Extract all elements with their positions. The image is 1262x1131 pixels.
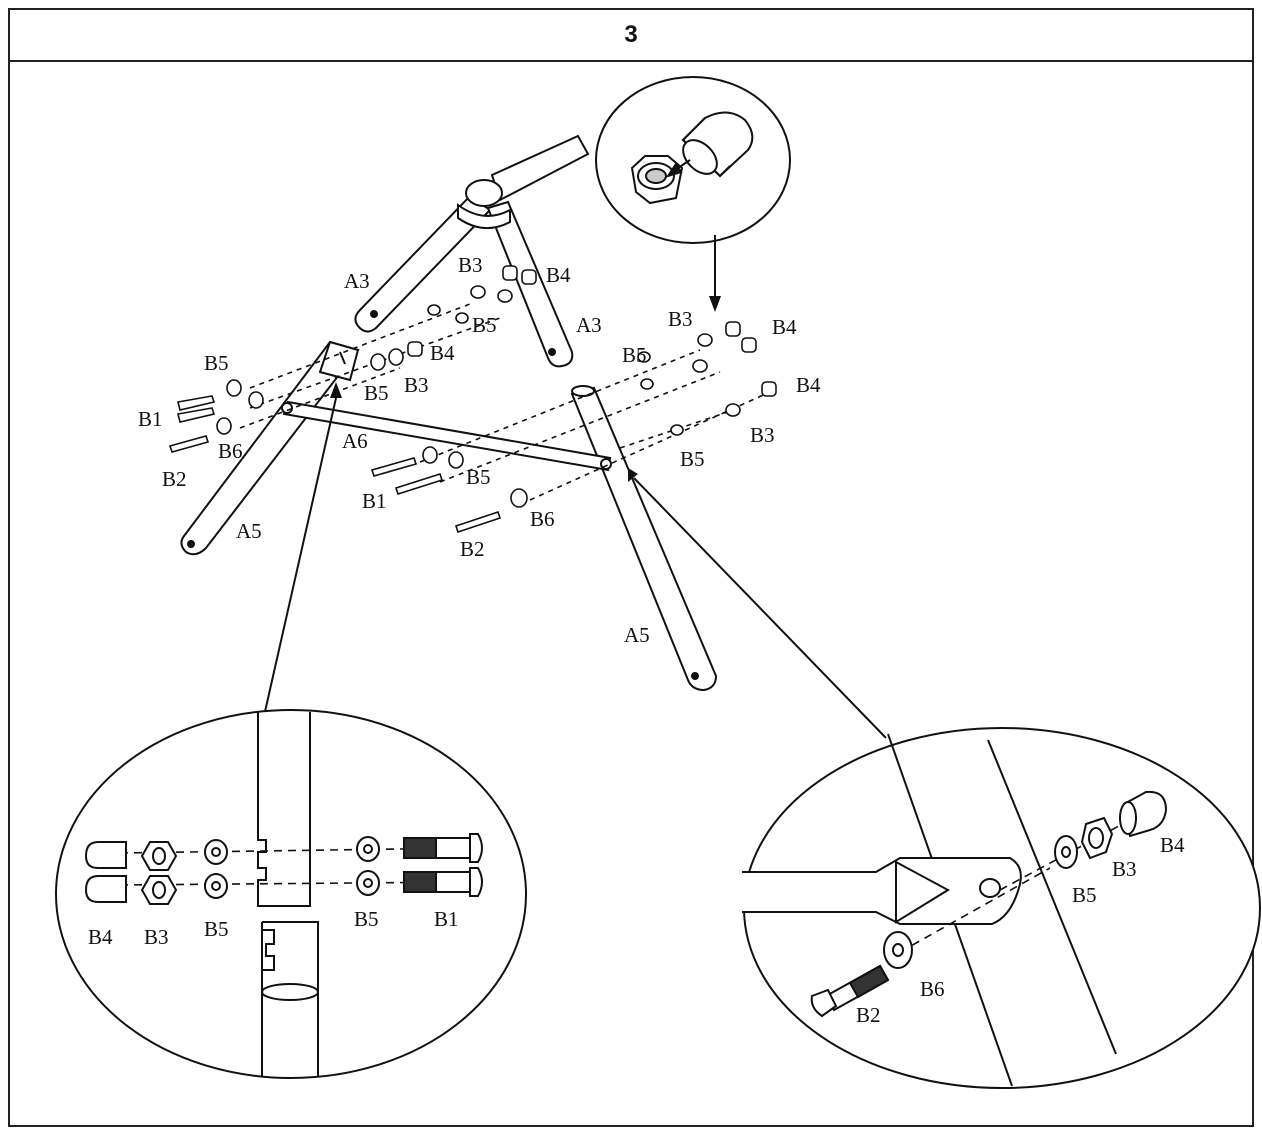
hardware-parts — [168, 265, 777, 534]
alignment-lines — [239, 303, 771, 501]
label-b4: B4 — [546, 263, 571, 287]
label-b5: B5 — [622, 343, 647, 367]
label-b5: B5 — [354, 907, 379, 931]
label-b5: B5 — [204, 351, 229, 375]
cap-nut-detail — [595, 76, 791, 244]
label-b6: B6 — [920, 977, 945, 1001]
cap-nut-icon — [681, 111, 754, 178]
zoom-circle-bottom-left — [55, 709, 527, 1079]
label-b3: B3 — [668, 307, 693, 331]
label-b3: B3 — [1112, 857, 1137, 881]
label-b1: B1 — [362, 489, 387, 513]
step-number: 3 — [624, 21, 638, 48]
hex-nut-icon — [140, 841, 178, 905]
label-a6: A6 — [342, 429, 368, 453]
bolt-icon — [403, 833, 483, 897]
label-b3: B3 — [144, 925, 169, 949]
label-b2: B2 — [856, 1003, 881, 1027]
label-b4: B4 — [772, 315, 797, 339]
pointer-line-left — [263, 397, 337, 717]
a5-left-leg — [180, 340, 360, 556]
washer-icon — [455, 312, 469, 324]
label-a5-left: A5 — [236, 519, 262, 543]
bolt-icon — [168, 395, 216, 453]
label-b5: B5 — [364, 381, 389, 405]
label-b3: B3 — [750, 423, 775, 447]
washer-icon — [883, 931, 913, 969]
label-b5: B5 — [472, 313, 497, 337]
label-b5: B5 — [204, 917, 229, 941]
label-b5: B5 — [1072, 883, 1097, 907]
cap-icon — [84, 841, 127, 903]
hex-nut-icon — [1080, 816, 1114, 860]
nut-icon — [470, 285, 486, 299]
zoom-circle-bottom-right — [742, 727, 1261, 1089]
step-header: 3 — [10, 10, 1252, 62]
label-a3-left: A3 — [344, 269, 370, 293]
pointer-line-right — [633, 477, 887, 739]
label-b1: B1 — [434, 907, 459, 931]
cap-icon — [502, 265, 518, 281]
label-b4: B4 — [796, 373, 821, 397]
nut-icon — [497, 289, 513, 303]
label-b2: B2 — [460, 537, 485, 561]
washer-icon — [204, 836, 380, 899]
washer-icon — [427, 304, 441, 316]
label-a5-right: A5 — [624, 623, 650, 647]
bolt-icon — [810, 964, 890, 1018]
label-b4: B4 — [430, 341, 455, 365]
label-b5: B5 — [680, 447, 705, 471]
washer-icon — [1054, 835, 1078, 869]
part-labels: A3 A3 A5 A5 A6 B3 B4 B5 B4 B3 B5 B5 B1 B… — [88, 253, 1185, 1027]
cap-icon — [521, 269, 537, 285]
zoom-circle-top — [595, 76, 791, 244]
label-b6: B6 — [530, 507, 555, 531]
label-b1: B1 — [138, 407, 163, 431]
label-a3-right: A3 — [576, 313, 602, 337]
label-b3: B3 — [458, 253, 483, 277]
hex-nut-icon — [630, 155, 684, 205]
label-b5: B5 — [466, 465, 491, 489]
label-b4: B4 — [88, 925, 113, 949]
a6-crossbar — [281, 400, 612, 472]
label-b3: B3 — [404, 373, 429, 397]
label-b6: B6 — [218, 439, 243, 463]
cap-icon — [1119, 790, 1168, 838]
label-b2: B2 — [162, 467, 187, 491]
label-b4: B4 — [1160, 833, 1185, 857]
